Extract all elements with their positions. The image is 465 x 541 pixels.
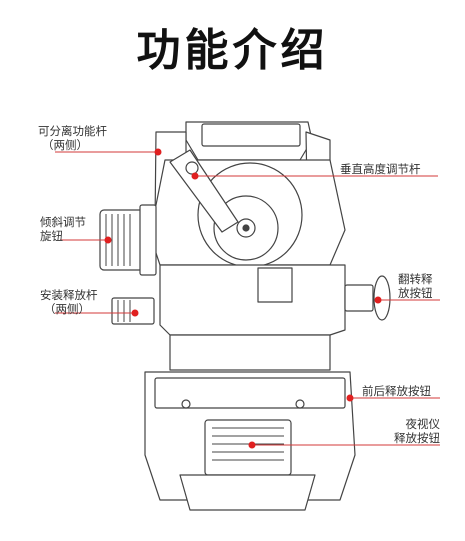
- label-flip-button-line1: 翻转释: [398, 272, 433, 286]
- label-mount-lever: 安装释放杆 （两侧）: [40, 288, 98, 316]
- flip-button-shaft: [344, 284, 374, 312]
- neck: [169, 334, 331, 371]
- dot-front-back: [346, 394, 354, 402]
- screw-right: [295, 399, 305, 409]
- callout-dots: [104, 148, 382, 449]
- label-split-lever: 可分离功能杆 （两侧）: [38, 124, 107, 152]
- label-flip-button: 翻转释 放按钮: [398, 272, 433, 300]
- vertical-lever-pivot: [185, 161, 199, 175]
- dot-mount-lever: [131, 309, 139, 317]
- label-mount-lever-line2: （两侧）: [44, 302, 90, 316]
- dot-flip-button: [374, 296, 382, 304]
- label-nv-button-line1: 夜视仪: [405, 417, 441, 431]
- dot-split-lever: [154, 148, 162, 156]
- nv-button-ridges: [212, 427, 284, 461]
- bottom-foot: [179, 474, 316, 511]
- label-split-lever-line1: 可分离功能杆: [38, 124, 107, 138]
- label-tilt-knob-line2: 旋钮: [40, 229, 63, 243]
- page-title: 功能介绍: [136, 25, 329, 76]
- top-arm-slot: [201, 123, 301, 147]
- lower-housing: [159, 264, 346, 336]
- tilt-knob-ridges: [105, 214, 131, 266]
- label-tilt-knob-line1: 倾斜调节: [40, 215, 86, 229]
- label-vertical-lever: 垂直高度调节杆: [340, 162, 421, 176]
- dot-vertical-lever: [191, 172, 199, 180]
- label-vertical-lever-line1: 垂直高度调节杆: [340, 162, 421, 176]
- tilt-knob-base: [139, 204, 157, 276]
- label-nv-button: 夜视仪 释放按钮: [380, 417, 440, 445]
- label-front-back-button: 前后释放按钮: [362, 384, 431, 398]
- leader-lines: [55, 151, 440, 446]
- label-tilt-knob: 倾斜调节 旋钮: [40, 215, 86, 243]
- mount-drawing: [99, 121, 391, 511]
- screw-left: [181, 399, 191, 409]
- dial-hub: [242, 224, 250, 232]
- label-mount-lever-line1: 安装释放杆: [40, 288, 98, 302]
- flip-button-head: [373, 275, 391, 321]
- label-front-back-line1: 前后释放按钮: [362, 384, 431, 398]
- mount-lever-ridges: [117, 300, 131, 322]
- label-split-lever-line2: （两侧）: [42, 138, 88, 152]
- dot-tilt-knob: [104, 236, 112, 244]
- dot-nv-button: [248, 441, 256, 449]
- label-nv-button-line2: 释放按钮: [394, 431, 440, 445]
- label-flip-button-line2: 放按钮: [398, 286, 433, 300]
- lower-notch: [257, 267, 293, 303]
